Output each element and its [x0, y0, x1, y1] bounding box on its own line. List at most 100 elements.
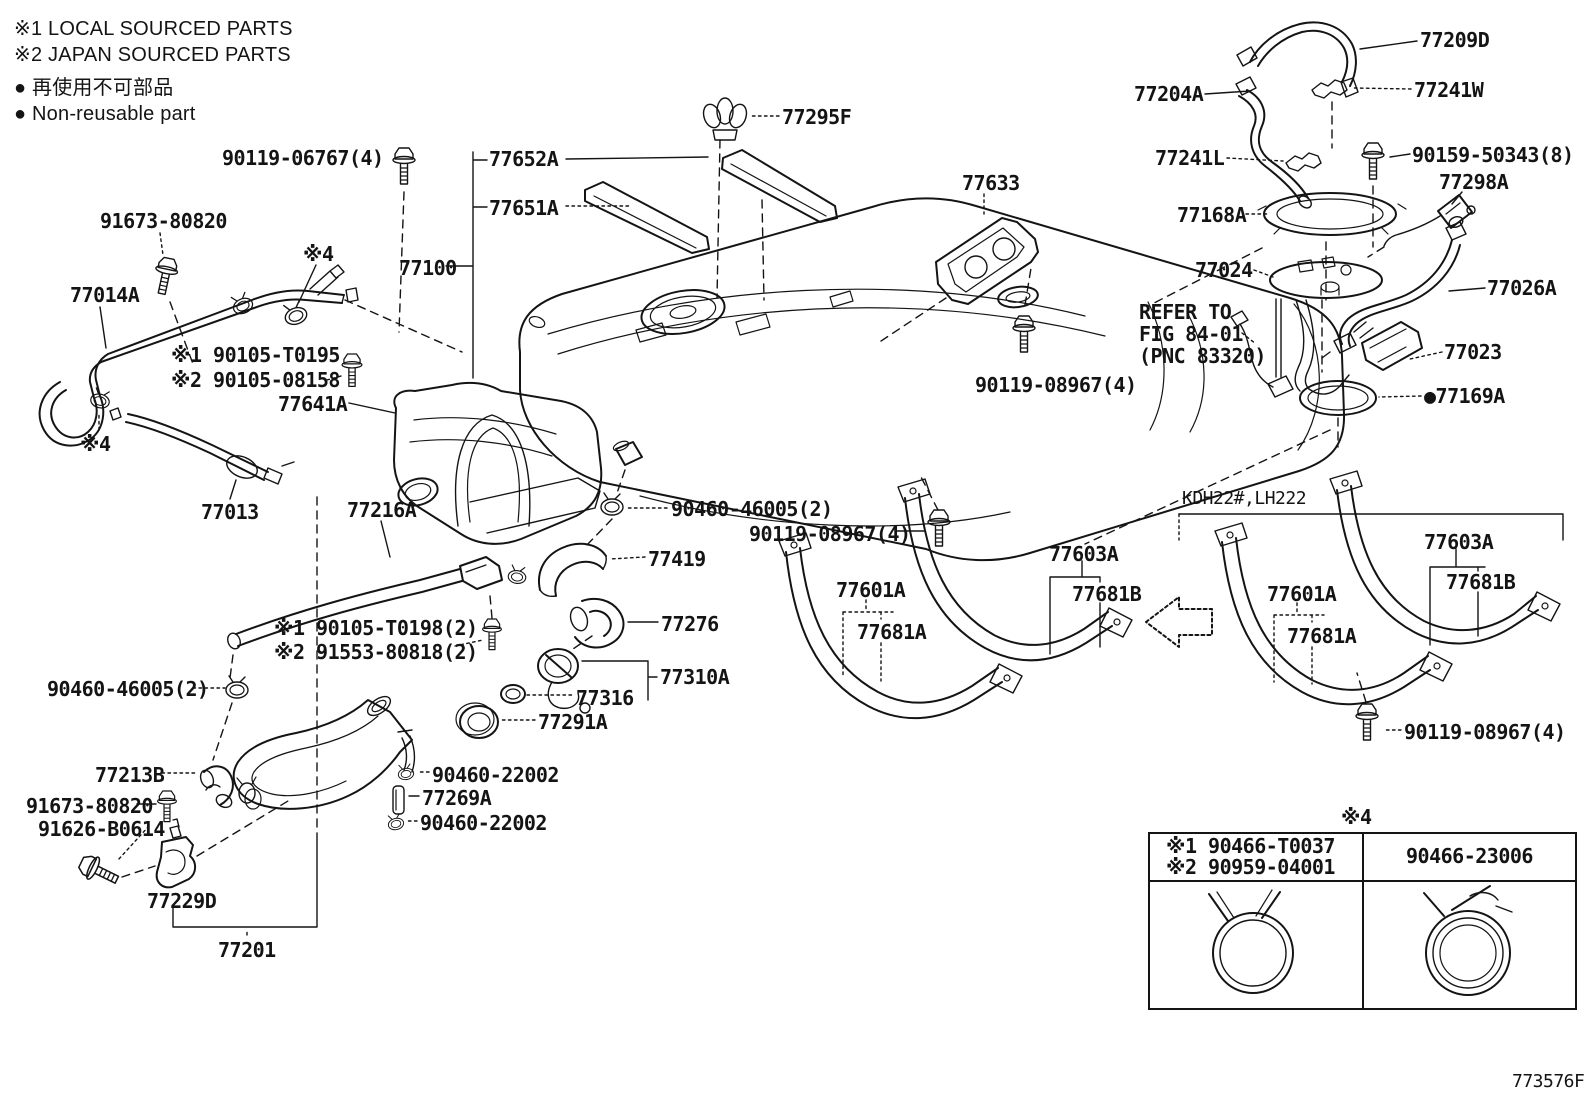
label-77651A: 77651A [489, 196, 559, 220]
variant-arrow-icon [1145, 596, 1213, 648]
label-77013: 77013 [201, 500, 259, 524]
fuel-cap-77310A [537, 648, 591, 714]
fuel-hose-77216A [227, 556, 503, 650]
label-90105-T0195: ※1 90105-T0195 [171, 343, 340, 367]
label-77204A: 77204A [1134, 82, 1204, 106]
label-star4-top: ※4 [303, 242, 334, 266]
label-77681A-left: 77681A [857, 620, 927, 644]
grommet-77291A [455, 702, 499, 739]
label-refer-line2: FIG 84-01 [1139, 322, 1243, 346]
clamp-variant-table: ※1 90466-T0037 ※2 90959-04001 90466-2300… [1148, 832, 1577, 1010]
clamp-table-header-rule [1150, 880, 1575, 882]
tank-band-77601A-left [778, 532, 1023, 720]
label-90460-22002-b: 90460-22002 [420, 811, 547, 835]
label-77100: 77100 [399, 256, 457, 280]
clip-77241L [1285, 152, 1322, 172]
label-90119-06767: 90119-06767(4) [222, 146, 384, 170]
label-77209D: 77209D [1420, 28, 1490, 52]
label-77201: 77201 [218, 938, 276, 962]
clamp-table-caption: ※4 [1341, 805, 1372, 829]
clamp-drawing-left [1208, 889, 1294, 994]
label-refer-line1: REFER TO [1139, 300, 1232, 324]
tank-protector-strips [584, 149, 838, 254]
clamp-table-col1-line1: ※1 90466-T0037 [1166, 834, 1335, 858]
label-91553-80818: ※2 91553-80818(2) [274, 640, 478, 664]
label-77216A: 77216A [347, 498, 417, 522]
label-77310A: 77310A [660, 665, 730, 689]
label-note-japan: ※2 JAPAN SOURCED PARTS [14, 44, 291, 66]
fuel-hose-77276 [569, 597, 625, 649]
label-77601A-right: 77601A [1267, 582, 1337, 606]
label-90460-46005-mid: 90460-46005(2) [671, 497, 833, 521]
label-77681B-right: 77681B [1446, 570, 1516, 594]
label-77229D: 77229D [147, 889, 217, 913]
clamp-drawing-right [1423, 885, 1513, 996]
label-77014A: 77014A [70, 283, 140, 307]
label-91673-80820-top: 91673-80820 [100, 209, 227, 233]
label-77023: 77023 [1444, 340, 1502, 364]
label-77241W: 77241W [1414, 78, 1484, 102]
gasket-77169A [1299, 380, 1377, 416]
label-note-nonreusable-jp: ● 再使用不可部品 [14, 77, 174, 99]
bracket-77633 [935, 217, 1039, 305]
fuel-hose-77419 [538, 542, 607, 598]
sender-gauge-77023 [1361, 321, 1423, 371]
label-77603A-mid: 77603A [1049, 542, 1119, 566]
breather-hose-77014A [38, 264, 359, 447]
clamp-77295F [702, 97, 748, 141]
clamp-table-col1-line2: ※2 90959-04001 [1166, 855, 1335, 879]
label-77681B-mid: 77681B [1072, 582, 1142, 606]
label-77681A-right: 77681A [1287, 624, 1357, 648]
label-90105-08158: ※2 90105-08158 [171, 368, 340, 392]
label-note-local: ※1 LOCAL SOURCED PARTS [14, 18, 293, 40]
tank-band-77603A-right [1329, 470, 1561, 645]
label-77276: 77276 [661, 612, 719, 636]
label-91626-B0614: 91626-B0614 [38, 817, 165, 841]
hose-77213B [199, 765, 262, 810]
leader-lines [98, 40, 1564, 936]
sender-wire [1230, 310, 1294, 398]
label-refer-line3: (PNC 83320) [1139, 344, 1266, 368]
valve-77298A [1437, 194, 1473, 229]
label-91673-80820-bot: 91673-80820 [26, 794, 153, 818]
label-77316: 77316 [576, 686, 634, 710]
clip-77241W [1311, 79, 1348, 99]
label-77269A: 77269A [422, 786, 492, 810]
label-90460-46005-left: 90460-46005(2) [47, 677, 209, 701]
label-77603A-right: 77603A [1424, 530, 1494, 554]
fuel-pipe-77013 [109, 407, 295, 485]
label-77652A: 77652A [489, 147, 559, 171]
label-77419: 77419 [648, 547, 706, 571]
label-77241L: 77241L [1155, 146, 1225, 170]
figure-code: 773576F [1512, 1071, 1585, 1092]
fuel-hose-77026A [1339, 239, 1453, 345]
pipe-clamp-bracket-77229D [155, 818, 197, 889]
label-90460-22002-a: 90460-22002 [432, 763, 559, 787]
label-90159-50343: 90159-50343(8) [1412, 143, 1574, 167]
label-77641A: 77641A [278, 392, 348, 416]
heat-shield-drawing [393, 382, 603, 545]
label-77295F: 77295F [782, 105, 852, 129]
label-90119-08967-top: 90119-08967(4) [975, 373, 1137, 397]
label-77633: 77633 [962, 171, 1020, 195]
label-77168A: 77168A [1177, 203, 1247, 227]
gasket-77316 [500, 684, 526, 704]
breather-tube-77269A [392, 785, 405, 815]
label-77026A: 77026A [1487, 276, 1557, 300]
fuel-pump-assembly-drawing [1230, 21, 1476, 416]
clamp-table-divider [1362, 834, 1364, 1008]
label-77169A: ●77169A [1424, 384, 1505, 408]
label-77601A-left: 77601A [836, 578, 906, 602]
label-77024: 77024 [1195, 258, 1253, 282]
label-77291A: 77291A [538, 710, 608, 734]
label-90119-08967-right: 90119-08967(4) [1404, 720, 1566, 744]
label-note-nonreusable-en: ● Non-reusable part [14, 103, 196, 125]
label-77298A: 77298A [1439, 170, 1509, 194]
label-star4-left: ※4 [80, 432, 111, 456]
label-77213B: 77213B [95, 763, 165, 787]
clamp-table-col2: 90466-23006 [1406, 844, 1533, 868]
label-90105-T0198: ※1 90105-T0198(2) [274, 616, 478, 640]
